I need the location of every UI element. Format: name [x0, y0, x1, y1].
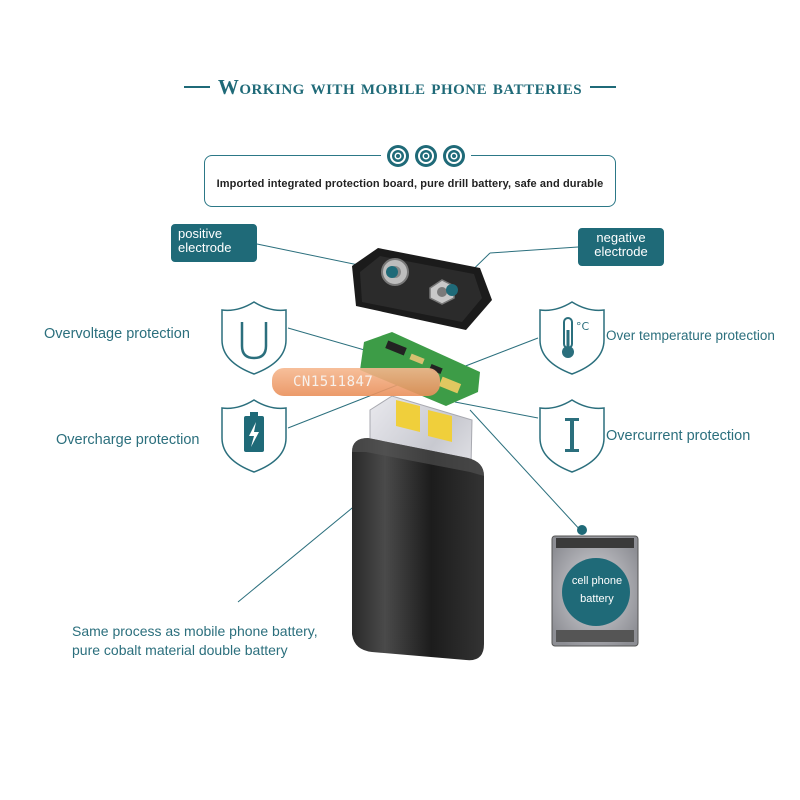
negative-electrode-line-1: negative [596, 230, 646, 245]
process-description-line-2: pure cobalt material double battery [72, 642, 288, 658]
cell-phone-battery-line-2: battery [580, 593, 614, 605]
concentric-circle-icon [415, 145, 437, 167]
cell-phone-battery-line-1: cell phone [571, 575, 623, 587]
title-rule-right [590, 86, 617, 88]
negative-electrode-line-2: electrode [594, 244, 648, 259]
overvoltage-label: Overvoltage protection [44, 326, 190, 342]
leader-lines [237, 243, 583, 603]
overcurrent-shield-icon [539, 399, 605, 473]
positive-electrode-badge: positive electrode [171, 224, 257, 262]
overvoltage-shield-icon [221, 301, 287, 375]
title-rule-left [183, 86, 210, 88]
positive-electrode-line-1: positive [178, 226, 223, 241]
stamp-background [272, 368, 440, 396]
negative-electrode-badge: negative electrode [578, 228, 664, 266]
cell-phone-battery-label: cell phone battery [560, 572, 634, 608]
positive-electrode-line-2: electrode [178, 240, 232, 255]
title-bar: Working with mobile phone batteries [0, 72, 800, 102]
overcurrent-label: Overcurrent protection [606, 428, 751, 444]
banner-text: Imported integrated protection board, pu… [216, 178, 604, 190]
concentric-circle-icon [443, 145, 465, 167]
feature-banner: Imported integrated protection board, pu… [204, 144, 616, 207]
cell-phone-battery [551, 525, 639, 647]
svg-text:°C: °C [576, 320, 590, 333]
page-title: Working with mobile phone batteries [217, 74, 583, 99]
over-temperature-label: Over temperature protection [606, 328, 775, 343]
battery-case [352, 438, 484, 661]
banner-icons [381, 144, 471, 168]
process-description-line-1: Same process as mobile phone battery, [72, 623, 318, 639]
battery-cap [352, 248, 492, 330]
concentric-circle-icon [387, 145, 409, 167]
overcharge-label: Overcharge protection [56, 432, 200, 448]
overcharge-shield-icon [221, 399, 287, 473]
process-description: Same process as mobile phone battery, pu… [72, 622, 318, 660]
over-temperature-shield-icon: °C [539, 301, 605, 375]
stamp-text: CN1511847 [293, 374, 374, 390]
